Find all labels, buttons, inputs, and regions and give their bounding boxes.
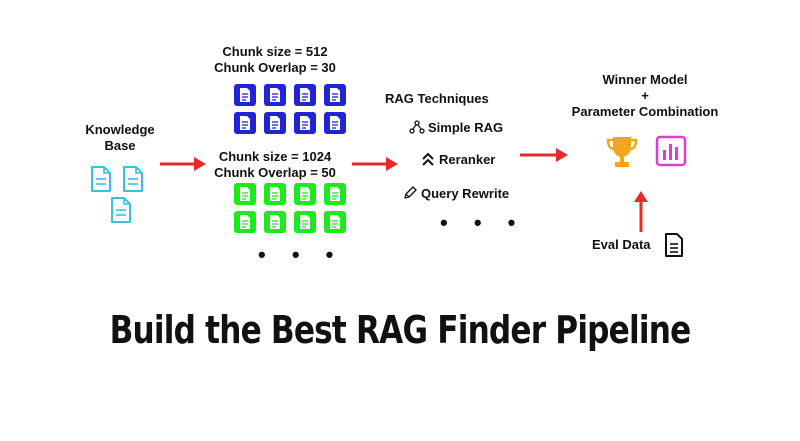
document-icon bbox=[122, 165, 144, 193]
knowledge-base-line1: Knowledge bbox=[85, 122, 155, 137]
chunk-document-icon bbox=[294, 211, 316, 233]
technique-simple-rag: Simple RAG bbox=[409, 119, 503, 135]
arrow-right-icon bbox=[352, 157, 398, 171]
technique-reranker: Reranker bbox=[420, 151, 495, 167]
chunk-document-icon bbox=[264, 84, 286, 106]
knowledge-base-label: Knowledge Base bbox=[60, 122, 180, 154]
chunk-size-label: Chunk size = 512 bbox=[222, 44, 328, 59]
technique-label: Reranker bbox=[439, 151, 496, 167]
chunk-document-icon bbox=[324, 211, 346, 233]
chunk-overlap-label: Chunk Overlap = 50 bbox=[214, 165, 336, 180]
techniques-more-dots: • • • bbox=[440, 210, 526, 235]
knowledge-base-line2: Base bbox=[104, 138, 136, 153]
chunk-document-icon bbox=[324, 112, 346, 134]
rag-techniques-title: RAG Techniques bbox=[385, 91, 489, 106]
arrow-up-icon bbox=[634, 191, 648, 232]
technique-query-rewrite: Query Rewrite bbox=[402, 185, 509, 201]
chunks-more-dots: • • • bbox=[258, 242, 344, 267]
winner-plus: + bbox=[641, 88, 649, 103]
eval-data-label: Eval Data bbox=[592, 237, 651, 252]
winner-label: Winner Model + Parameter Combination bbox=[560, 72, 730, 120]
technique-label: Query Rewrite bbox=[421, 185, 510, 201]
chevrons-up-icon bbox=[422, 152, 434, 166]
bar-chart-icon bbox=[655, 135, 687, 167]
chunk-overlap-label: Chunk Overlap = 30 bbox=[214, 60, 336, 75]
chunk-document-icon bbox=[264, 112, 286, 134]
chunk-config-1: Chunk size = 512 Chunk Overlap = 30 bbox=[185, 44, 365, 76]
chunk-grid-blue bbox=[234, 84, 346, 134]
chunk-document-icon bbox=[234, 211, 256, 233]
nodes-icon bbox=[409, 120, 425, 134]
chunk-document-icon bbox=[294, 183, 316, 205]
chunk-config-2: Chunk size = 1024 Chunk Overlap = 50 bbox=[185, 149, 365, 181]
chunk-document-icon bbox=[264, 183, 286, 205]
page-title: Build the Best RAG Finder Pipeline bbox=[109, 308, 692, 352]
winner-line3: Parameter Combination bbox=[571, 104, 719, 119]
chunk-document-icon bbox=[264, 211, 286, 233]
arrow-right-icon bbox=[520, 148, 568, 162]
chunk-size-label: Chunk size = 1024 bbox=[218, 149, 332, 164]
arrow-right-icon bbox=[160, 157, 206, 171]
chunk-document-icon bbox=[234, 112, 256, 134]
chunk-document-icon bbox=[234, 183, 256, 205]
chunk-document-icon bbox=[324, 84, 346, 106]
chunk-grid-green bbox=[234, 183, 346, 233]
document-icon bbox=[110, 196, 132, 224]
document-icon bbox=[90, 165, 112, 193]
chunk-document-icon bbox=[324, 183, 346, 205]
document-icon bbox=[665, 233, 683, 257]
technique-label: Simple RAG bbox=[428, 119, 504, 135]
winner-line1: Winner Model bbox=[602, 72, 688, 87]
chunk-document-icon bbox=[294, 84, 316, 106]
trophy-icon bbox=[606, 137, 638, 167]
chunk-document-icon bbox=[234, 84, 256, 106]
chunk-document-icon bbox=[294, 112, 316, 134]
pencil-icon bbox=[404, 186, 417, 199]
